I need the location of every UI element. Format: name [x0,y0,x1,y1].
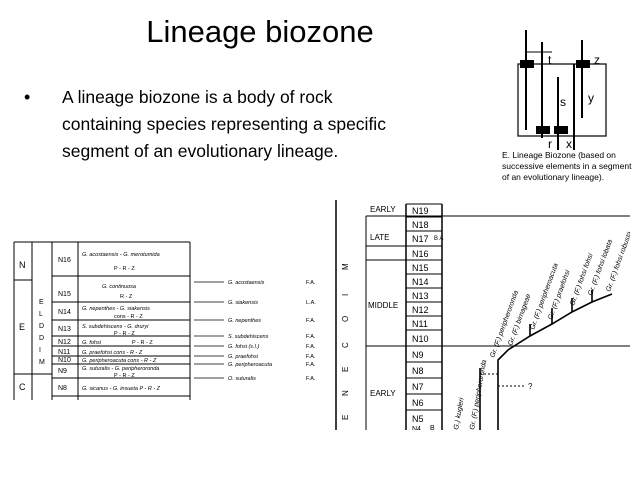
bullet-line-1: A lineage biozone is a body of rock [62,87,333,107]
zone-n8: N8 [58,385,67,392]
zone-n18: N18 [412,220,429,230]
marker-label: S. subdehiscens [228,334,269,340]
epoch-middle: MIDDLE [368,301,398,310]
epoch-letter-n: N [19,260,26,270]
epoch-early: EARLY [370,389,396,398]
epoch-letter-c: C [19,382,26,392]
figure-e-caption: E. Lineage Biozone (based on successive … [502,150,632,182]
zone-name: G. peripheroacuta cons - R - Z [82,358,157,364]
bullet-point: • A lineage biozone is a body of rock co… [24,84,464,165]
marker-code: L.A. [306,300,316,306]
zone-name: G. fohsi [82,340,102,346]
zone-n4: N4 [412,426,421,430]
zone-name: S. subdehiscens - G. druryi [82,324,149,330]
sub-letter-6: M [39,359,45,366]
lineage-biozone-diagram: t z s y r x [517,30,607,151]
species-label: Gr. (F.) peripheroronda [469,359,488,430]
zone-n11: N11 [58,349,70,356]
zone-name: R - Z [120,294,133,300]
marker-code: F.A. [306,318,316,324]
zone-n17-suffix: B A [434,236,443,242]
sub-letter-2: L [39,311,43,318]
marker-label: G. siakensis [228,300,258,306]
zone-name: P - R - Z [114,331,135,337]
zonal-chart-left: N E C E L D D I M N16 N15 N14 N13 N12 N1… [13,241,316,400]
sub-letter-4: D [39,335,44,342]
zone-n9: N9 [58,368,67,375]
zone-name: G. acostaensis - G. merotumida [82,252,160,258]
zone-n7: N7 [412,382,424,392]
sub-letter-1: E [39,299,44,306]
zonal-chart-right: EARLY N19 N18 N17 B A N16 N15 N14 N13 N1… [335,200,630,430]
sub-letter-3: D [39,323,44,330]
marker-code: F.A. [306,362,316,368]
marker-label: O. suturalis [228,376,256,382]
marker-label: G. fohsi (s.l.) [228,344,259,350]
zone-n12: N12 [412,305,429,315]
zone-n13: N13 [412,291,429,301]
label-x: x [566,137,572,151]
label-z: z [594,53,600,67]
miocene-letter: C [341,342,350,348]
epoch-late: LATE [370,233,389,242]
zone-n8: N8 [412,366,424,376]
zone-name: P - R - Z [114,266,135,272]
marker-code: F.A. [306,376,316,382]
miocene-letter: M [341,263,350,270]
zone-name: G. continuosa [102,284,136,290]
species-label: G.) kugleri [453,397,466,430]
bullet-line-3: segment of an evolutionary lineage. [62,141,339,161]
zone-n16: N16 [412,249,429,259]
zone-n17: N17 [412,234,429,244]
marker-label: G. praefohsi [228,354,259,360]
zone-n10: N10 [412,334,429,344]
zone-n5: N5 [412,414,424,424]
zone-name: G. sicanus - G. insueta P - R - Z [82,386,161,392]
zone-name: G. suturalis - G. peripheroronda [82,366,159,372]
zone-name: G. nepenthes - G. siakensis [82,306,150,312]
zone-n13: N13 [58,326,71,333]
bullet-dot: • [24,87,31,107]
zone-n9: N9 [412,350,424,360]
label-s: s [560,95,566,109]
miocene-letter: E [341,367,350,372]
marker-code: F.A. [306,354,316,360]
miocene-letter: E [341,415,350,420]
zone-name: cons - R - Z [114,314,143,320]
zone-n15: N15 [412,263,429,273]
marker-code: F.A. [306,280,316,286]
zone-n14: N14 [412,277,429,287]
label-y: y [588,91,594,105]
zone-n4-suffix: B [430,425,435,430]
marker-code: F.A. [306,344,316,350]
marker-label: G. acostaensis [228,280,265,286]
marker-label: G. peripheroacuta [228,362,272,368]
epoch-letter-e: E [19,322,25,332]
miocene-letter: I [341,294,350,296]
top-label-early: EARLY [370,205,396,214]
bullet-text: A lineage biozone is a body of rock cont… [62,84,464,165]
zone-n19: N19 [412,206,429,216]
marker-code: F.A. [306,334,316,340]
marker-label: G. nepenthes [228,318,261,324]
slide-title: Lineage biozone [146,14,374,49]
zone-n14: N14 [58,309,71,316]
species-label: Gr. (F.) fohsi fohsi [569,252,594,306]
bullet-line-2: containing species representing a specif… [62,114,386,134]
zone-name: G. praefohsi cons - R - Z [82,350,143,356]
zone-n16: N16 [58,257,71,264]
sub-letter-5: I [39,347,41,354]
zone-n6: N6 [412,398,424,408]
zone-name: P - R - Z [114,373,135,379]
miocene-letter: N [341,390,350,396]
question-mark: ? [528,382,533,391]
zone-n15: N15 [58,291,71,298]
zone-n11: N11 [412,319,428,329]
label-t: t [548,53,552,67]
zone-n12: N12 [58,339,71,346]
miocene-letter: O [341,316,350,322]
label-r: r [548,137,552,151]
zone-name: P - R - Z [132,340,153,346]
zone-n10: N10 [58,357,71,364]
